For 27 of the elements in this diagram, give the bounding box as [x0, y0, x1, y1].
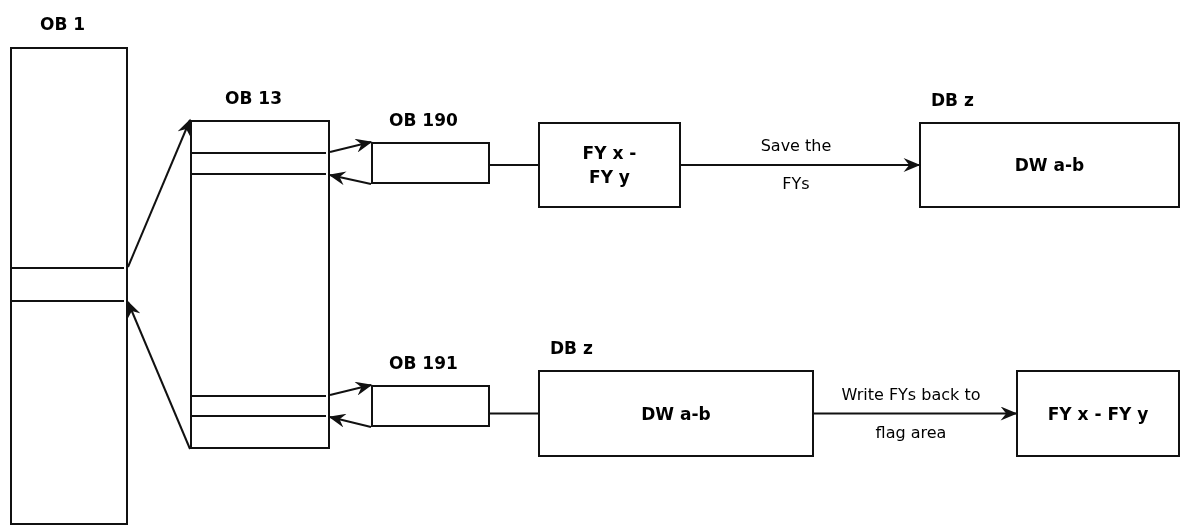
block-text: DW a-b [640, 402, 712, 426]
block-text: FY x - FY y [1046, 402, 1150, 426]
block-title: OB 1 [40, 14, 86, 34]
edge-label: Write FYs back to flag area [840, 383, 982, 444]
block-box [538, 122, 681, 208]
segment-band [190, 152, 326, 175]
arrow [680, 158, 921, 172]
edge-label: Save the FYs [759, 135, 833, 195]
arrow [329, 138, 373, 153]
connector-line [489, 412, 539, 415]
block-text: FY x - FY y [581, 142, 638, 189]
block-title: DB z [931, 90, 974, 110]
segment-band [190, 395, 326, 417]
arrow [328, 171, 372, 186]
block-text: DW a-b [1013, 154, 1086, 177]
arrow [127, 300, 191, 450]
block-title: DB z [550, 338, 593, 358]
arrow [329, 381, 373, 396]
connector-line [489, 164, 539, 166]
arrow [328, 413, 372, 428]
block-title: OB 191 [389, 353, 458, 373]
segment-band [10, 267, 124, 302]
arrow [813, 406, 1018, 421]
arrow [127, 118, 191, 268]
block-box [1016, 370, 1180, 457]
block-title: OB 13 [225, 88, 282, 108]
block-title: OB 190 [389, 110, 458, 130]
